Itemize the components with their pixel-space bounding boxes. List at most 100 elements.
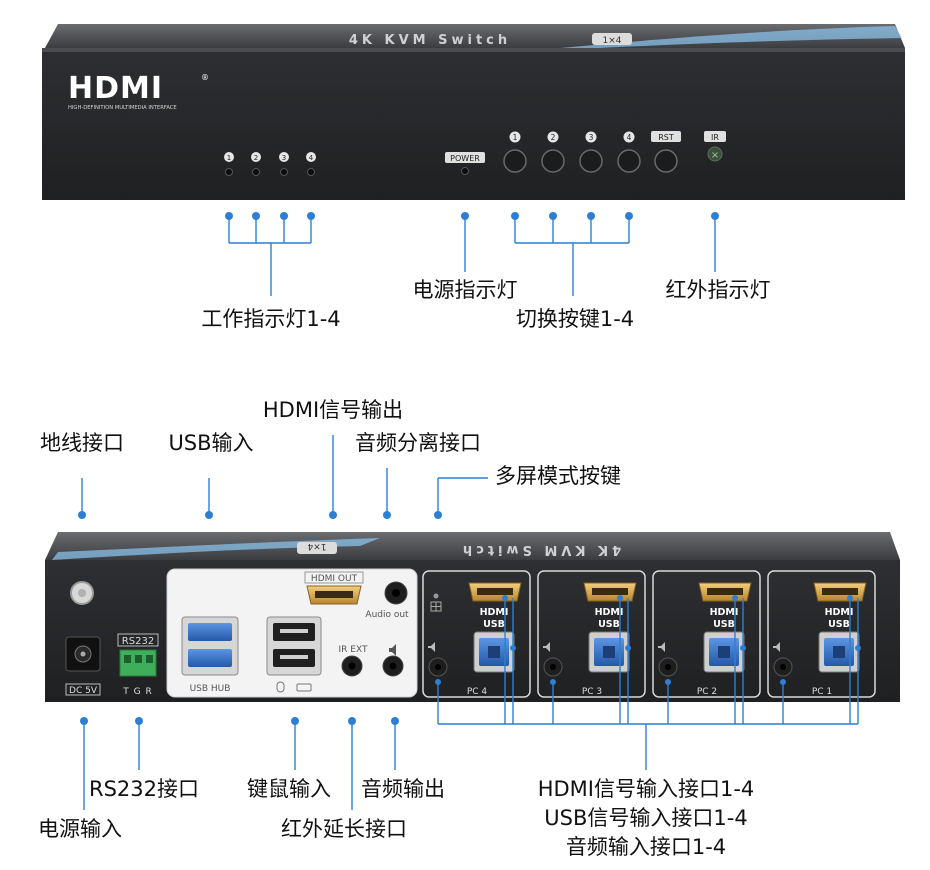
callout-dot [625,645,631,651]
callout-dot [348,717,356,725]
keyboard-icon [296,683,312,692]
front-top-text: 4K KVM Switch [349,33,511,48]
label-ports-line2: USB信号输入接口1-4 [544,806,747,830]
pc-group-label: PC 4 [467,687,488,697]
callout-dot [625,212,633,220]
led-number-4-text: 4 [309,154,314,162]
kbm-port-mouse-tongue [280,629,308,633]
audio-out-jack-2-hole [389,662,397,670]
callout-dot [587,212,595,220]
rst-label-box [651,131,681,142]
pc-group-frame [767,570,876,698]
callout-dot [225,212,233,220]
work-led-2 [252,168,260,176]
hdmi-out-label: HDMI OUT [311,574,358,584]
pc-usb-label: USB [713,619,735,630]
callout-dot [434,511,442,519]
button-number-1 [509,131,521,143]
front-top-badge-text: 1×4 [603,36,622,46]
multiscreen-led [433,593,439,599]
switch-button-1[interactable] [503,149,527,173]
label-switch-buttons: 切换按键1-4 [516,307,634,331]
callout-dot [732,595,738,601]
front-panel [42,48,905,200]
led-number-2 [251,152,261,162]
button-number-4 [623,131,635,143]
audio-out-jack-hole [392,589,400,597]
pc-hdmi-label: HDMI [480,607,509,618]
button-number-1-text: 1 [513,133,518,142]
work-led-3 [280,168,288,176]
callout-dot [510,645,516,651]
pc-hdmi-label: HDMI [595,607,624,618]
pc-audio-jack-hole [435,664,441,670]
audio-out-label: Audio out [365,610,409,620]
speaker-icon [773,642,780,652]
usb-hub-port-1[interactable] [188,623,232,641]
switch-button-2[interactable] [541,149,565,173]
label-ground: 地线接口 [40,431,124,455]
rear-bottom-dots [80,717,399,725]
hdmi-logo-symbol: ® [201,73,209,82]
mouse-icon [276,681,285,693]
work-led-1 [225,168,233,176]
rear-top-surface [45,532,900,560]
rear-top-badge-text: 1×4 [307,541,326,551]
label-ports-line3: 音频输入接口1-4 [566,835,726,859]
pc-hdmi-label: HDMI [825,607,854,618]
label-ports-line1: HDMI信号输入接口1-4 [538,777,755,801]
pc-port-group-2: HDMI USB PC 2 [652,570,761,698]
power-label-box [445,152,485,163]
reset-button[interactable] [654,149,678,173]
label-work-leds: 工作指示灯1-4 [201,307,340,331]
callout-dot [549,212,557,220]
rs232-label: RS232 [122,636,154,647]
front-panel-edge [42,48,905,52]
switch-button-3[interactable] [579,149,603,173]
hdmi-logo-sub: HIGH-DEFINITION MULTIMEDIA INTERFACE [68,105,177,111]
speaker-icon-shape [543,642,550,652]
usb-hub-port-2[interactable] [188,649,232,667]
rear-bottom-callouts [83,721,396,810]
label-rs232: RS232接口 [89,777,199,801]
label-power-led: 电源指示灯 [413,278,518,302]
callout-dot [511,212,519,220]
rst-label: RST [658,133,674,142]
speaker-icon [389,644,396,656]
front-top-badge [592,33,632,45]
front-device: 4K KVM Switch 1×4 HDMI ® HIGH-DEFINITION… [42,24,905,200]
pc-port-group-4: HDMI USB PC 4 [422,570,531,698]
label-kbm-in: 键鼠输入 [247,777,331,801]
pc-audio-jack-hole [550,664,556,670]
callout-dot [291,717,299,725]
pc-usb-label: USB [598,619,620,630]
pc-hdmi-slot [477,588,513,595]
callout-dot [780,679,786,685]
dc-label: DC 5V [69,686,98,696]
rear-top-callouts [81,435,488,515]
multiscreen-icon [430,601,442,612]
pc-hdmi-slot [822,588,858,595]
switch-buttons: 1 2 3 4 RST [503,131,681,173]
switch-button-4[interactable] [617,149,641,173]
pc-hdmi-label: HDMI [710,607,739,618]
label-usb-in: USB输入 [168,431,253,455]
speaker-icon [543,642,550,652]
led-number-3-text: 3 [282,154,286,162]
work-leds: 1 2 3 4 [224,152,316,176]
keyboard-icon-shape [296,683,312,692]
callout-dot [855,645,861,651]
ir-sensor-symbol: × [711,150,719,161]
led-number-1-text: 1 [227,154,231,162]
rs232-pins-label: T G R [122,687,152,697]
pc-group-label: PC 1 [812,687,832,697]
pc-usb-port-core [603,646,615,658]
pc-group-label: PC 2 [697,687,717,697]
callout-dot [617,595,623,601]
label-audio-split: 音频分离接口 [355,431,481,455]
callout-dot [329,511,337,519]
pc-group-frame [652,570,761,698]
button-number-3 [585,131,597,143]
mouse-icon-shape [276,681,285,693]
usb-hub-label: USB HUB [190,684,231,694]
